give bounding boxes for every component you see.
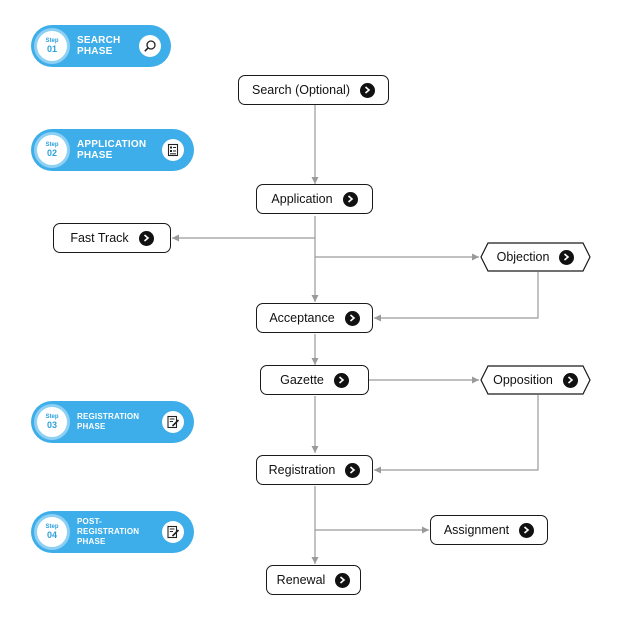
node-acceptance[interactable]: Acceptance <box>256 303 373 333</box>
step-number: 02 <box>46 148 57 158</box>
node-label: Acceptance <box>269 311 335 325</box>
step-word: Step <box>45 414 59 420</box>
step-badge: Step 01 <box>34 28 70 64</box>
node-label: Search (Optional) <box>252 83 350 97</box>
step-label: SEARCH PHASE <box>77 35 121 57</box>
connector-opposition-registration <box>374 395 539 474</box>
node-gazette[interactable]: Gazette <box>260 365 369 395</box>
step-label: APPLICATION PHASE <box>77 139 147 161</box>
step-badge: Step 03 <box>34 404 70 440</box>
step-03-pill: Step 03 REGISTRATION PHASE <box>31 401 194 443</box>
step-badge: Step 04 <box>34 514 70 550</box>
step-label: POST- REGISTRATION PHASE <box>77 517 140 546</box>
node-label: Fast Track <box>70 231 129 245</box>
step-label: REGISTRATION PHASE <box>77 412 140 431</box>
step-01-pill: Step 01 SEARCH PHASE <box>31 25 171 67</box>
node-label: Objection <box>496 250 550 264</box>
node-label: Gazette <box>280 373 324 387</box>
node-label: Renewal <box>276 573 326 587</box>
step-02-pill: Step 02 APPLICATION PHASE <box>31 129 194 171</box>
arrow-right-icon <box>344 310 360 326</box>
step-04-pill: Step 04 POST- REGISTRATION PHASE <box>31 511 194 553</box>
node-registration[interactable]: Registration <box>256 455 373 485</box>
document-edit-icon <box>162 521 184 543</box>
arrow-right-icon <box>342 191 358 207</box>
arrow-right-icon <box>359 82 375 98</box>
node-label: Assignment <box>443 523 510 537</box>
step-number: 03 <box>46 420 57 430</box>
node-search[interactable]: Search (Optional) <box>238 75 389 105</box>
node-opposition[interactable]: Opposition <box>480 365 591 395</box>
step-number: 01 <box>46 44 57 54</box>
arrow-right-icon <box>519 522 535 538</box>
node-label: Opposition <box>493 373 553 387</box>
document-edit-icon <box>162 411 184 433</box>
node-renewal[interactable]: Renewal <box>266 565 361 595</box>
node-assignment[interactable]: Assignment <box>430 515 548 545</box>
form-icon <box>162 139 184 161</box>
step-badge: Step 02 <box>34 132 70 168</box>
arrow-right-icon <box>333 372 349 388</box>
arrow-right-icon <box>345 462 361 478</box>
step-word: Step <box>45 142 59 148</box>
node-label: Application <box>271 192 333 206</box>
arrow-right-icon <box>559 249 575 265</box>
step-word: Step <box>45 38 59 44</box>
arrow-right-icon <box>138 230 154 246</box>
arrow-right-icon <box>335 572 351 588</box>
node-application[interactable]: Application <box>256 184 373 214</box>
node-fast-track[interactable]: Fast Track <box>53 223 171 253</box>
step-number: 04 <box>46 530 57 540</box>
step-word: Step <box>45 524 59 530</box>
node-label: Registration <box>268 463 336 477</box>
arrow-right-icon <box>562 372 578 388</box>
connector-objection-acceptance <box>374 272 539 322</box>
magnifier-icon <box>139 35 161 57</box>
node-objection[interactable]: Objection <box>480 242 591 272</box>
